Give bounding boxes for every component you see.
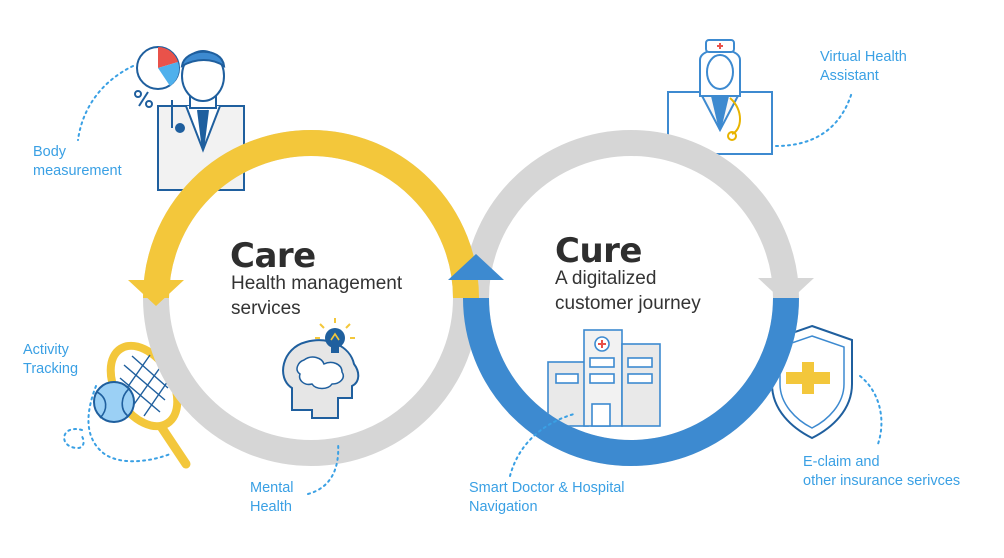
cure-title: Cure: [555, 231, 642, 271]
cure-subtitle-line1: A digitalized: [555, 268, 657, 289]
virtual-assistant-line2: Assistant: [820, 68, 879, 84]
hospital-icon: [547, 329, 661, 427]
cure-gray-arrowhead: [758, 278, 814, 304]
body-measurement-line2: measurement: [33, 163, 122, 179]
brain-lightbulb-icon: [282, 318, 360, 419]
mental-health-line2: Health: [250, 499, 292, 515]
smart-doctor-line2: Navigation: [469, 499, 538, 515]
body-measurement-label: Body measurement: [33, 143, 122, 181]
activity-tracking-label: Activity Tracking: [23, 341, 78, 379]
mental-health-line1: Mental: [250, 480, 294, 496]
doctor-icon: [157, 50, 245, 191]
mental-health-label: Mental Health: [250, 479, 294, 517]
nurse-icon: [667, 39, 773, 155]
virtual-assistant-label: Virtual Health Assistant: [820, 48, 907, 86]
eclaim-line2: other insurance serivces: [803, 473, 961, 489]
percent-icon: [134, 90, 153, 108]
care-subtitle-line2: services: [231, 298, 301, 319]
care-subtitle-line1: Health management: [231, 273, 403, 294]
tennis-ball-icon: [93, 381, 135, 423]
eclaim-line1: E-claim and: [803, 454, 880, 470]
activity-tracking-line2: Tracking: [23, 361, 79, 377]
activity-tracking-line1: Activity: [23, 342, 69, 358]
care-arrowhead: [128, 280, 184, 306]
care-arc: [143, 130, 479, 299]
dotted-connectors: [63, 65, 883, 495]
care-title: Care: [230, 236, 316, 276]
smart-doctor-line1: Smart Doctor & Hospital: [469, 480, 625, 496]
cure-subtitle-line2: customer journey: [555, 293, 701, 314]
body-measurement-line1: Body: [33, 144, 67, 160]
cure-arrowhead: [448, 254, 504, 280]
cure-arc: [463, 297, 799, 466]
eclaim-label: E-claim and other insurance serivces: [803, 453, 960, 491]
shield-cross-icon: [771, 324, 853, 440]
virtual-assistant-line1: Virtual Health: [820, 49, 907, 65]
pie-chart-icon: [136, 46, 180, 90]
smart-doctor-label: Smart Doctor & Hospital Navigation: [469, 479, 625, 517]
